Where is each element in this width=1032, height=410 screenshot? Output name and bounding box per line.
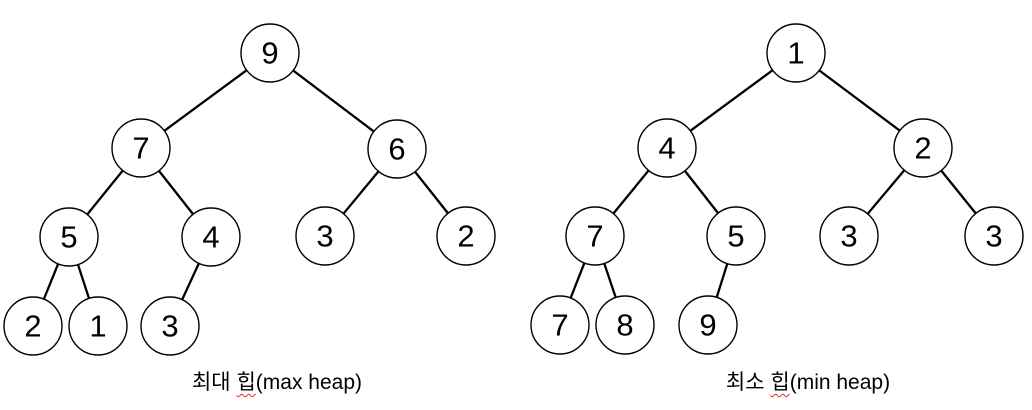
tree-node-value: 3 bbox=[840, 219, 857, 254]
tree-node-circle bbox=[706, 206, 766, 266]
tree-node-circle bbox=[68, 296, 128, 356]
tree-node-circle bbox=[181, 207, 241, 267]
tree-node: 7 bbox=[111, 118, 171, 178]
tree-node-circle bbox=[819, 206, 879, 266]
tree-node: 9 bbox=[678, 295, 738, 355]
tree-node-value: 5 bbox=[60, 220, 77, 255]
tree-node-circle bbox=[530, 295, 590, 355]
tree-node-circle bbox=[964, 206, 1024, 266]
tree-node-circle bbox=[678, 295, 738, 355]
tree-node-value: 9 bbox=[261, 36, 278, 71]
tree-node-circle bbox=[436, 206, 496, 266]
caption-max-suffix: (max heap) bbox=[255, 371, 363, 394]
tree-node-value: 3 bbox=[316, 219, 333, 254]
tree-node-value: 5 bbox=[727, 219, 744, 254]
tree-node-circle bbox=[637, 118, 697, 178]
tree-node-value: 3 bbox=[985, 219, 1002, 254]
tree-node: 8 bbox=[595, 295, 655, 355]
min-heap-tree: 1 4 2 7 5 3 3 7 8 9 bbox=[530, 23, 1024, 355]
tree-node-circle bbox=[367, 119, 427, 179]
max-heap-tree: 9 7 6 5 4 3 2 2 1 3 bbox=[3, 23, 496, 356]
caption-min-prefix: 최소 bbox=[725, 371, 771, 394]
tree-node-value: 9 bbox=[699, 308, 716, 343]
tree-node: 4 bbox=[637, 118, 697, 178]
tree-node: 1 bbox=[68, 296, 128, 356]
tree-node-circle bbox=[240, 23, 300, 83]
tree-node-value: 2 bbox=[457, 219, 474, 254]
tree-node-value: 7 bbox=[132, 131, 149, 166]
tree-node: 5 bbox=[706, 206, 766, 266]
tree-node: 2 bbox=[893, 118, 953, 178]
caption-min-suffix: (min heap) bbox=[789, 371, 891, 394]
tree-node: 1 bbox=[766, 23, 826, 83]
tree-node: 5 bbox=[39, 207, 99, 267]
tree-node: 7 bbox=[565, 206, 625, 266]
tree-node-value: 1 bbox=[787, 36, 804, 71]
tree-node-value: 8 bbox=[616, 308, 633, 343]
tree-node: 2 bbox=[436, 206, 496, 266]
tree-node: 3 bbox=[819, 206, 879, 266]
caption-max-prefix: 최대 bbox=[191, 371, 237, 394]
tree-node-value: 7 bbox=[586, 219, 603, 254]
tree-node-circle bbox=[565, 206, 625, 266]
tree-node-circle bbox=[140, 296, 200, 356]
tree-node-value: 1 bbox=[89, 309, 106, 344]
tree-node-circle bbox=[766, 23, 826, 83]
caption-min-word: 힙 bbox=[770, 371, 790, 394]
tree-node-circle bbox=[893, 118, 953, 178]
tree-node: 6 bbox=[367, 119, 427, 179]
caption-min-heap: 최소 힙(min heap) bbox=[726, 369, 890, 397]
tree-node-circle bbox=[3, 296, 63, 356]
tree-node-value: 3 bbox=[161, 309, 178, 344]
tree-node-value: 2 bbox=[914, 131, 931, 166]
tree-node-circle bbox=[295, 206, 355, 266]
tree-node-circle bbox=[39, 207, 99, 267]
tree-node: 3 bbox=[964, 206, 1024, 266]
tree-node-value: 4 bbox=[658, 131, 675, 166]
tree-node-circle bbox=[595, 295, 655, 355]
tree-node: 3 bbox=[295, 206, 355, 266]
tree-node: 3 bbox=[140, 296, 200, 356]
tree-node: 2 bbox=[3, 296, 63, 356]
tree-node: 7 bbox=[530, 295, 590, 355]
tree-node-value: 6 bbox=[388, 132, 405, 167]
tree-node: 4 bbox=[181, 207, 241, 267]
tree-node: 9 bbox=[240, 23, 300, 83]
tree-node-value: 7 bbox=[551, 308, 568, 343]
tree-node-value: 4 bbox=[202, 220, 219, 255]
caption-max-heap: 최대 힙(max heap) bbox=[192, 369, 362, 397]
caption-max-word: 힙 bbox=[236, 371, 256, 394]
tree-node-circle bbox=[111, 118, 171, 178]
tree-node-value: 2 bbox=[24, 309, 41, 344]
